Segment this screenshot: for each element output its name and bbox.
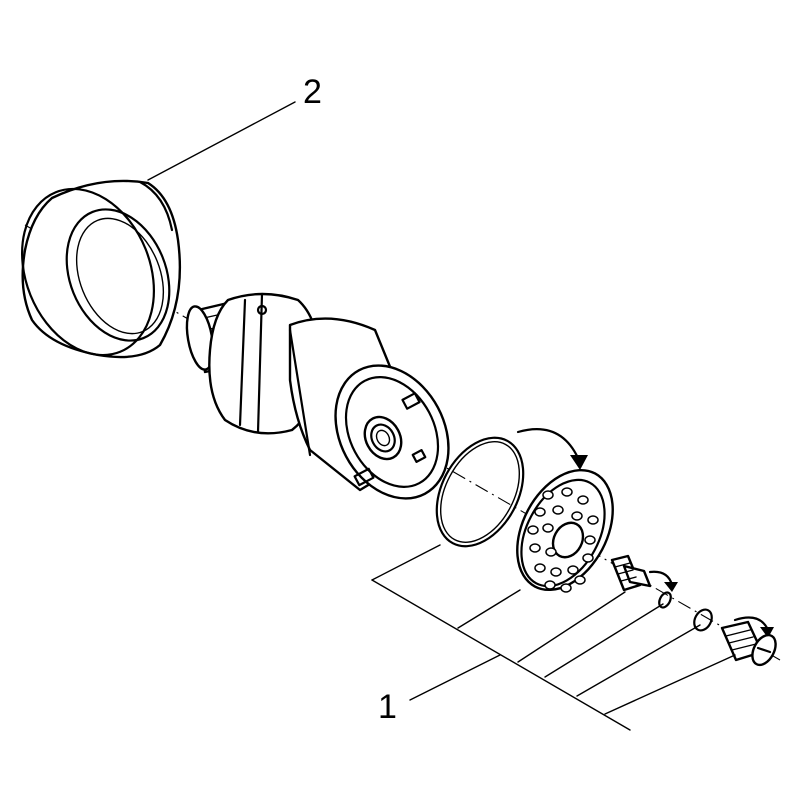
rotation-arrow-plate xyxy=(516,428,588,470)
callout-1: 1 xyxy=(378,688,397,726)
threaded-insert xyxy=(610,554,678,592)
leader-line-2 xyxy=(147,101,296,181)
callout-2: 2 xyxy=(303,73,322,111)
o-ring xyxy=(435,436,525,548)
cover-ring xyxy=(21,179,182,359)
jet-plate xyxy=(516,468,614,593)
washer xyxy=(693,608,713,632)
small-o-ring xyxy=(658,591,672,609)
nozzle xyxy=(720,616,777,667)
leader-lines-1 xyxy=(371,544,736,731)
valve-body xyxy=(185,292,450,500)
